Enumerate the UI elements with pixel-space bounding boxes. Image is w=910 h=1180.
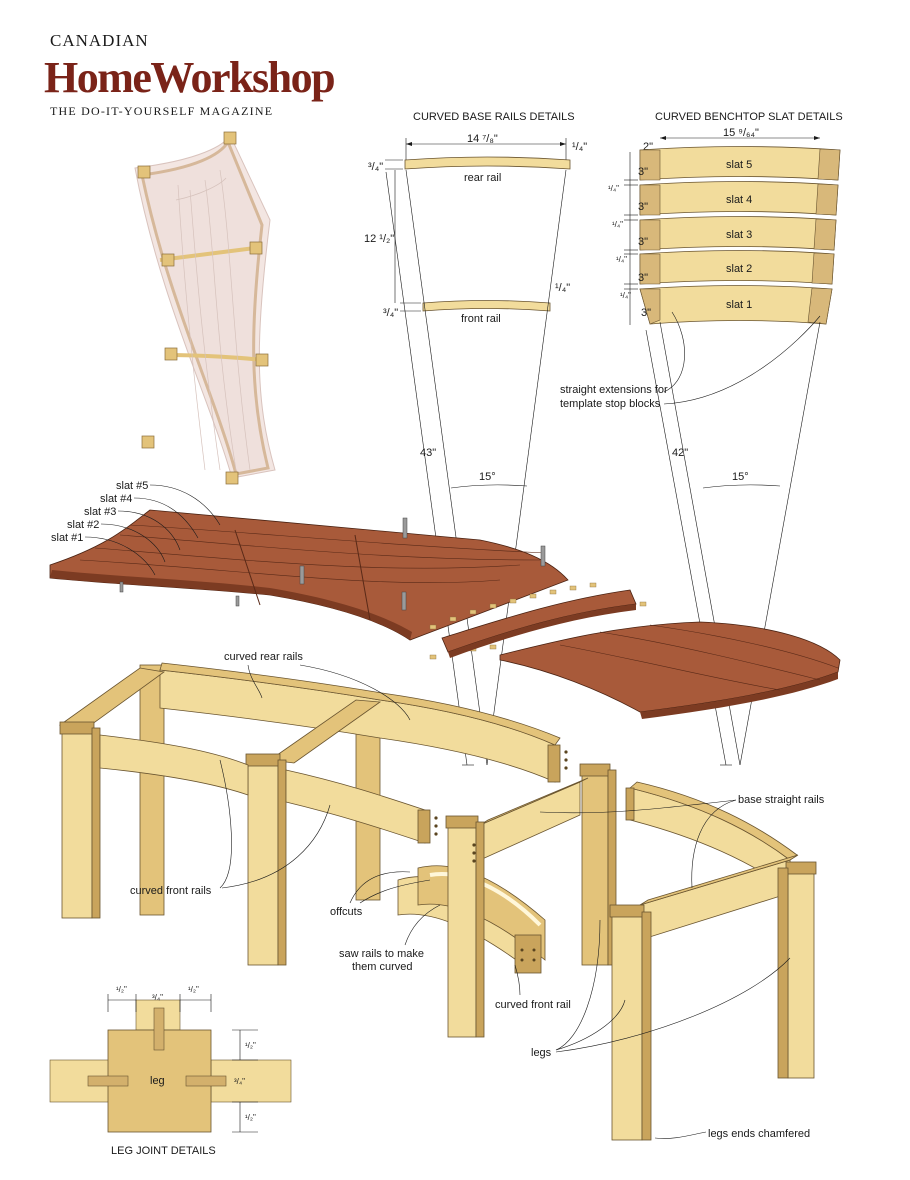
slat-detail-title: CURVED BENCHTOP SLAT DETAILS <box>655 111 843 123</box>
base-straight-rails-label: base straight rails <box>738 794 825 806</box>
masthead-canadian: CANADIAN <box>50 31 149 50</box>
exploded-slat-4: slat #4 <box>100 493 132 505</box>
slat-gap-3-e: 3" <box>641 307 651 319</box>
slat-gap-3-b: 3" <box>638 201 648 213</box>
base-frame-left: curved rear rails curved front rails <box>59 651 568 966</box>
exploded-slat-3: slat #3 <box>84 506 116 518</box>
slat-gap-quarter-d: ¹/₄" <box>620 291 631 300</box>
base-rails-spacing: 12 ¹/₂" <box>364 233 394 245</box>
base-rails-width: 14 ⁷/₈" <box>467 133 498 145</box>
slat-gap-3-c: 3" <box>638 236 648 248</box>
slat-end-dim: 2" <box>643 141 653 153</box>
rear-rail-label: rear rail <box>464 172 501 184</box>
leg-joint-half-left: ¹/₂" <box>116 985 127 994</box>
masthead-title: HomeWorkshop <box>44 53 334 102</box>
exploded-slat-5: slat #5 <box>116 480 148 492</box>
leg-joint-leg-label: leg <box>150 1075 165 1087</box>
exploded-slat-1: slat #1 <box>51 532 83 544</box>
base-frame-right: base straight rails legs legs ends chamf… <box>445 763 825 1141</box>
slat-radius: 42" <box>672 447 688 459</box>
leg-joint-half-right: ¹/₂" <box>188 985 199 994</box>
curved-front-rails-label: curved front rails <box>130 885 212 897</box>
offcuts-label: offcuts <box>330 906 363 918</box>
legs-chamfered-label: legs ends chamfered <box>708 1128 810 1140</box>
base-rails-title: CURVED BASE RAILS DETAILS <box>413 111 575 123</box>
base-rails-radius: 43" <box>420 447 436 459</box>
slat-3-label: slat 3 <box>726 229 752 241</box>
base-rails-threequarter-top: ³/₄" <box>368 161 383 173</box>
slat-angle: 15° <box>732 471 749 483</box>
extensions-label-1: straight extensions for <box>560 384 668 396</box>
extensions-label-2: template stop blocks <box>560 398 661 410</box>
legs-label: legs <box>531 1047 552 1059</box>
slat-width: 15 ⁹/₆₄" <box>723 127 759 139</box>
slat-gap-quarter-c: ¹/₄" <box>616 255 627 264</box>
top-view-bench <box>134 131 276 485</box>
base-rails-threequarter-bottom: ³/₄" <box>383 307 398 319</box>
slat-2-label: slat 2 <box>726 263 752 275</box>
saw-rails-label-1: saw rails to make <box>339 948 424 960</box>
curved-rear-rails-label: curved rear rails <box>224 651 303 663</box>
base-rails-quarter-bottom: ¹/₄" <box>555 282 570 294</box>
saw-rails-label-2: them curved <box>352 961 413 973</box>
slat-gap-quarter-a: ¹/₄" <box>608 184 619 193</box>
curved-front-rail-label: curved front rail <box>495 999 571 1011</box>
front-rail-label: front rail <box>461 313 501 325</box>
leg-joint-half-top: ¹/₂" <box>245 1041 256 1050</box>
exploded-benchtop: slat #5 slat #4 slat #3 slat #2 slat #1 <box>49 480 841 719</box>
leg-joint-threequarter-right: ³/₄" <box>234 1077 245 1086</box>
exploded-slat-2: slat #2 <box>67 519 99 531</box>
slat-gap-quarter-b: ¹/₄" <box>612 220 623 229</box>
leg-joint-detail: leg ¹/₂" ³/₄" ¹/₂" ¹/₂" ³/₄" ¹/₂" LEG JO… <box>49 985 292 1157</box>
base-rails-detail: CURVED BASE RAILS DETAILS 14 ⁷/₈" ¹/₄" r… <box>364 111 587 766</box>
leg-joint-title: LEG JOINT DETAILS <box>111 1145 216 1157</box>
masthead-tagline: THE DO-IT-YOURSELF MAGAZINE <box>50 104 273 118</box>
slat-5-label: slat 5 <box>726 159 752 171</box>
slat-4-label: slat 4 <box>726 194 752 206</box>
slat-gap-3-d: 3" <box>638 272 648 284</box>
leg-joint-half-bottom: ¹/₂" <box>245 1113 256 1122</box>
leg-joint-threequarter-top: ³/₄" <box>152 993 163 1002</box>
slat-gap-3-a: 3" <box>638 166 648 178</box>
slat-detail: CURVED BENCHTOP SLAT DETAILS 15 ⁹/₆₄" 2"… <box>560 111 843 766</box>
base-rails-angle: 15° <box>479 471 496 483</box>
base-rails-quarter-top: ¹/₄" <box>572 141 587 153</box>
masthead: CANADIAN HomeWorkshop THE DO-IT-YOURSELF… <box>44 31 336 118</box>
slat-1-label: slat 1 <box>726 299 752 311</box>
